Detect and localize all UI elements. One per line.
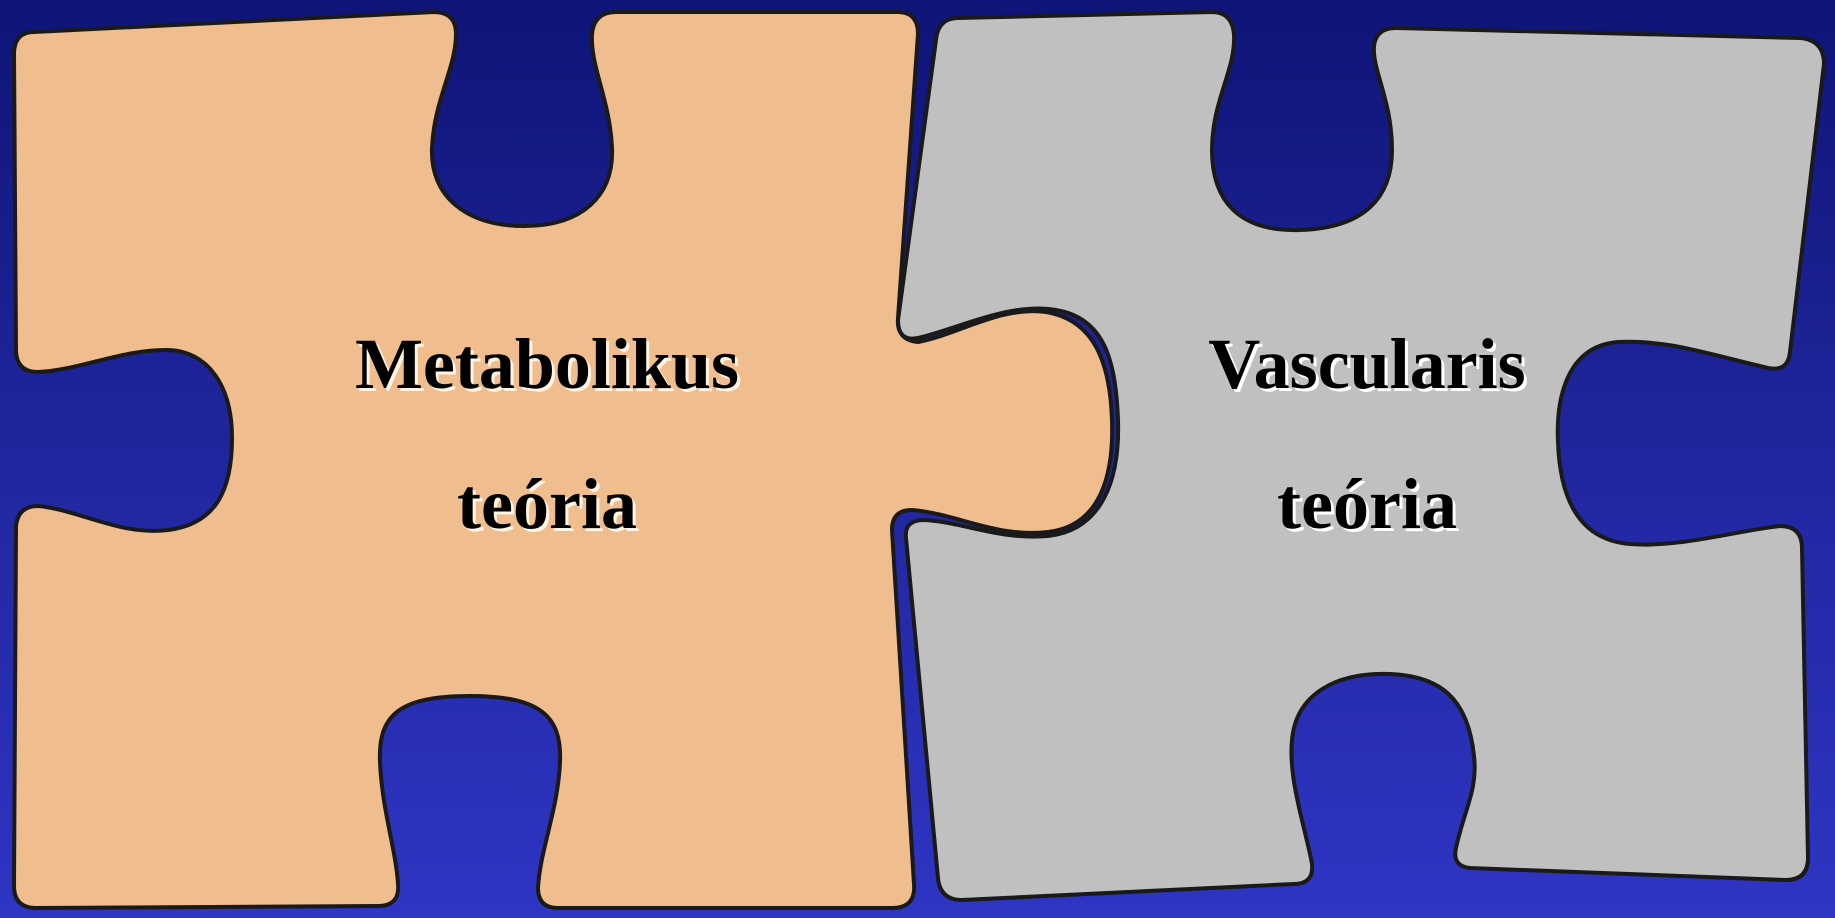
metabolic-title-line1: Metabolikus xyxy=(355,324,739,404)
vascular-title-line2: teória xyxy=(1277,464,1457,544)
metabolic-title-line2: teória xyxy=(457,464,637,544)
vascular-title-line1: Vascularis xyxy=(1208,324,1525,404)
